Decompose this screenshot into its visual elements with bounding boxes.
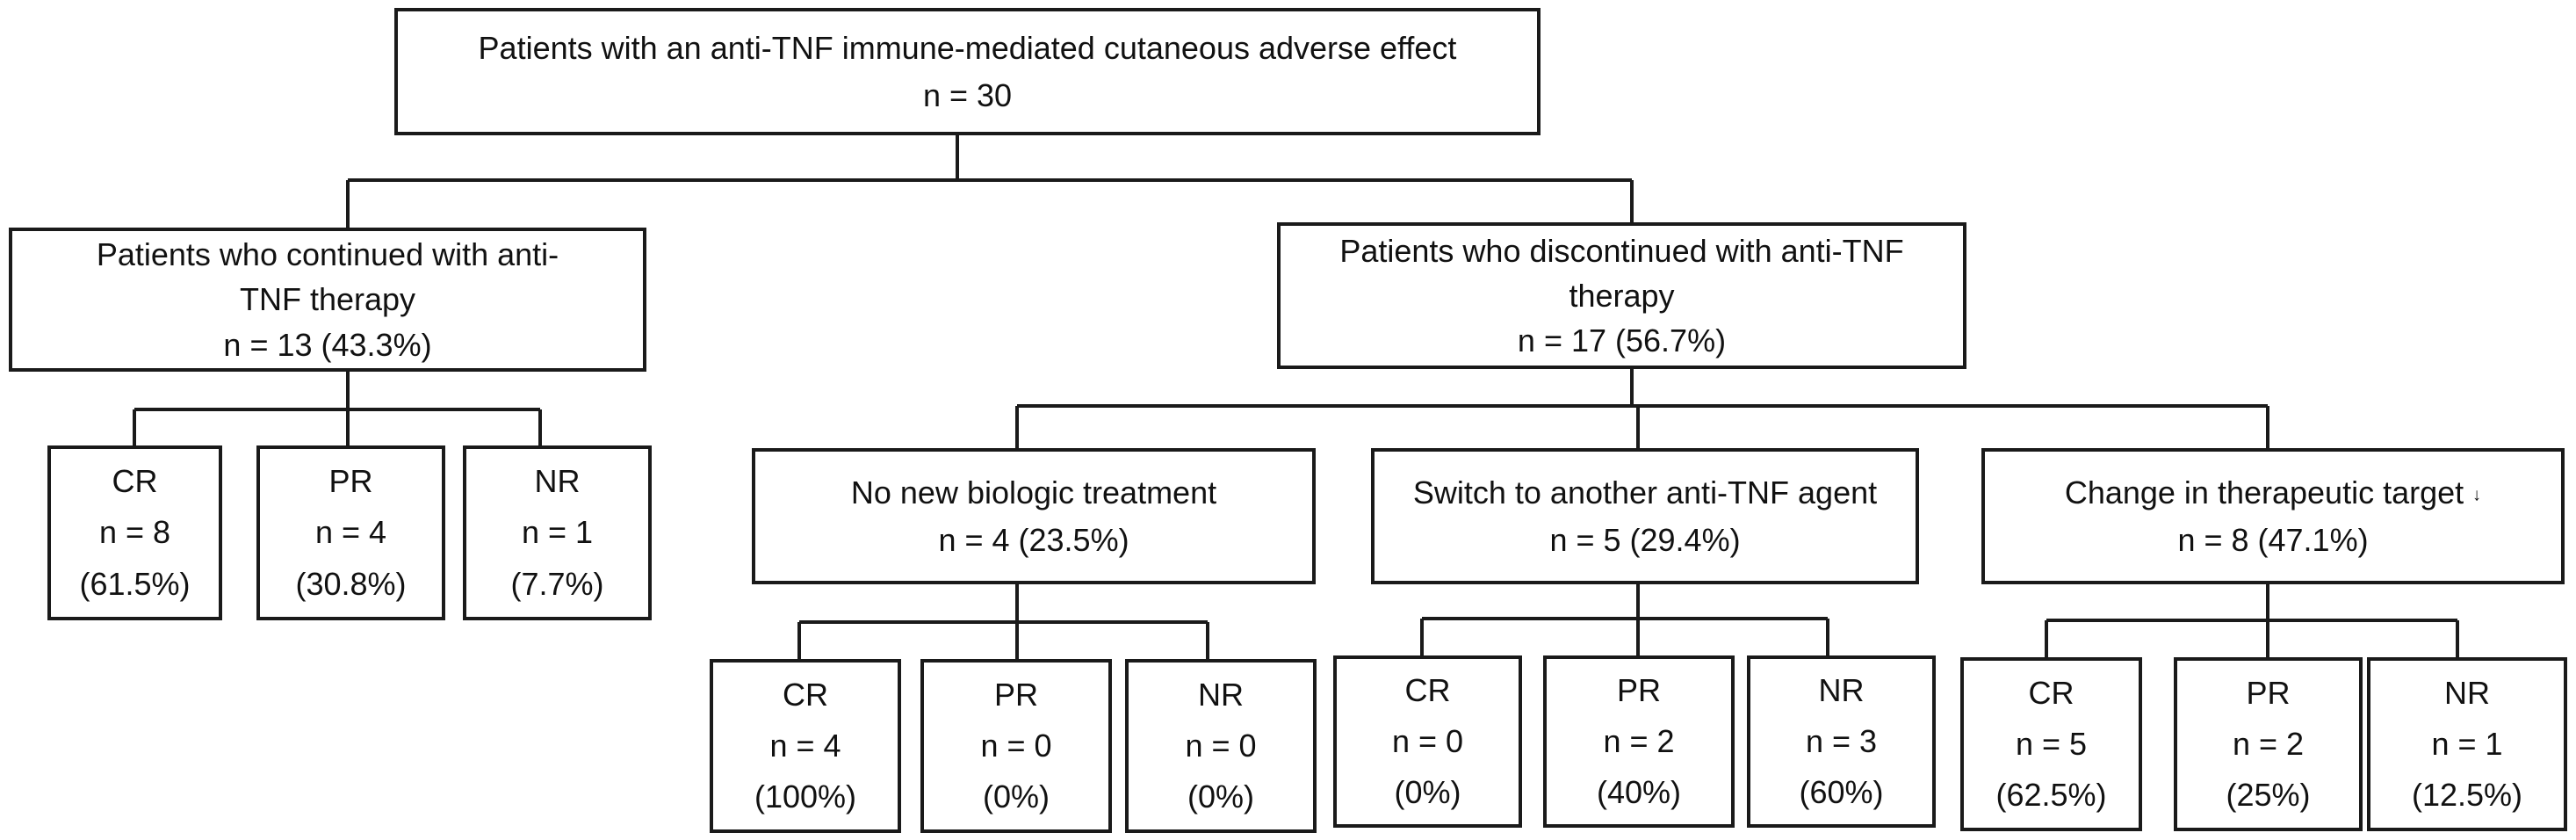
outcome-label: NR bbox=[1818, 671, 1865, 708]
discontinued-box: Patients who discontinued with anti-TNF … bbox=[1277, 222, 1966, 369]
outcome-label: PR bbox=[1616, 671, 1661, 708]
group-3-outcome-cr: CR n = 5 (62.5%) bbox=[1960, 657, 2142, 831]
continued-title: Patients who continued with anti-TNF the… bbox=[96, 236, 559, 318]
group-title: No new biologic treatment bbox=[850, 474, 1217, 511]
outcome-count: n = 3 bbox=[1805, 722, 1878, 759]
outcome-label: PR bbox=[2246, 674, 2291, 711]
outcome-label: NR bbox=[1198, 676, 1244, 713]
outcome-percent: (7.7%) bbox=[510, 565, 604, 602]
group-change-target: Change in therapeutic target ↓ n = 8 (47… bbox=[1981, 448, 2565, 584]
group-no-new-biologic: No new biologic treatment n = 4 (23.5%) bbox=[752, 448, 1316, 584]
connector-group-1 bbox=[797, 583, 1209, 660]
outcome-percent: (12.5%) bbox=[2411, 777, 2523, 814]
connector-group-2 bbox=[1420, 583, 1829, 656]
group-title: Switch to another anti-TNF agent bbox=[1412, 474, 1878, 511]
continued-outcome-nr: NR n = 1 (7.7%) bbox=[463, 445, 652, 620]
outcome-percent: (40%) bbox=[1596, 774, 1682, 811]
group-1-outcome-pr: PR n = 0 (0%) bbox=[920, 659, 1112, 833]
outcome-label: CR bbox=[1404, 671, 1451, 708]
outcome-label: PR bbox=[993, 676, 1038, 713]
outcome-count: n = 2 bbox=[2232, 725, 2305, 762]
group-count: n = 4 (23.5%) bbox=[938, 521, 1129, 558]
outcome-percent: (30.8%) bbox=[295, 565, 407, 602]
group-switch-anti-tnf: Switch to another anti-TNF agent n = 5 (… bbox=[1371, 448, 1919, 584]
outcome-count: n = 2 bbox=[1603, 722, 1675, 759]
continued-outcome-cr: CR n = 8 (61.5%) bbox=[47, 445, 222, 620]
connector-group-3 bbox=[2045, 583, 2459, 658]
root-box: Patients with an anti-TNF immune-mediate… bbox=[394, 8, 1541, 135]
outcome-count: n = 0 bbox=[1391, 722, 1464, 759]
outcome-percent: (0%) bbox=[982, 778, 1050, 815]
outcome-percent: (0%) bbox=[1187, 778, 1254, 815]
outcome-percent: (61.5%) bbox=[79, 565, 191, 602]
group-count: n = 5 (29.4%) bbox=[1549, 521, 1741, 558]
group-2-outcome-nr: NR n = 3 (60%) bbox=[1747, 655, 1936, 828]
connector-root bbox=[346, 134, 1634, 228]
discontinued-title: Patients who discontinued with anti-TNF … bbox=[1339, 232, 1904, 314]
group-title-text: Change in therapeutic target bbox=[2064, 474, 2464, 511]
outcome-label: PR bbox=[328, 463, 373, 500]
group-2-outcome-pr: PR n = 2 (40%) bbox=[1543, 655, 1735, 828]
group-title: Change in therapeutic target ↓ bbox=[2065, 469, 2481, 517]
outcome-label: NR bbox=[534, 463, 581, 500]
connector-continued bbox=[133, 370, 542, 446]
group-3-outcome-nr: NR n = 1 (12.5%) bbox=[2367, 657, 2567, 831]
outcome-count: n = 1 bbox=[521, 514, 594, 551]
group-2-outcome-cr: CR n = 0 (0%) bbox=[1333, 655, 1522, 828]
outcome-count: n = 0 bbox=[1185, 727, 1257, 764]
continued-count: n = 13 (43.3%) bbox=[223, 326, 432, 363]
connector-discontinued bbox=[1015, 367, 2269, 449]
outcome-percent: (100%) bbox=[754, 778, 857, 815]
outcome-percent: (0%) bbox=[1394, 774, 1461, 811]
outcome-label: CR bbox=[112, 463, 158, 500]
outcome-count: n = 4 bbox=[769, 727, 841, 764]
continued-box: Patients who continued with anti-TNF the… bbox=[9, 228, 646, 372]
group-1-outcome-nr: NR n = 0 (0%) bbox=[1125, 659, 1317, 833]
outcome-count: n = 4 bbox=[314, 514, 387, 551]
root-title: Patients with an anti-TNF immune-mediate… bbox=[478, 29, 1457, 66]
outcome-percent: (60%) bbox=[1799, 774, 1884, 811]
group-count: n = 8 (47.1%) bbox=[2177, 521, 2369, 558]
down-arrow-icon: ↓ bbox=[2472, 484, 2482, 504]
discontinued-count: n = 17 (56.7%) bbox=[1517, 322, 1727, 359]
outcome-label: NR bbox=[2444, 674, 2490, 711]
group-3-outcome-pr: PR n = 2 (25%) bbox=[2174, 657, 2363, 831]
outcome-count: n = 5 bbox=[2015, 725, 2088, 762]
outcome-label: CR bbox=[783, 676, 828, 713]
outcome-count: n = 8 bbox=[98, 514, 171, 551]
outcome-percent: (62.5%) bbox=[1995, 777, 2107, 814]
continued-outcome-pr: PR n = 4 (30.8%) bbox=[256, 445, 445, 620]
outcome-label: CR bbox=[2028, 674, 2075, 711]
group-1-outcome-cr: CR n = 4 (100%) bbox=[710, 659, 901, 833]
outcome-count: n = 0 bbox=[980, 727, 1052, 764]
outcome-percent: (25%) bbox=[2226, 777, 2311, 814]
outcome-count: n = 1 bbox=[2431, 725, 2503, 762]
root-count: n = 30 bbox=[922, 76, 1013, 113]
